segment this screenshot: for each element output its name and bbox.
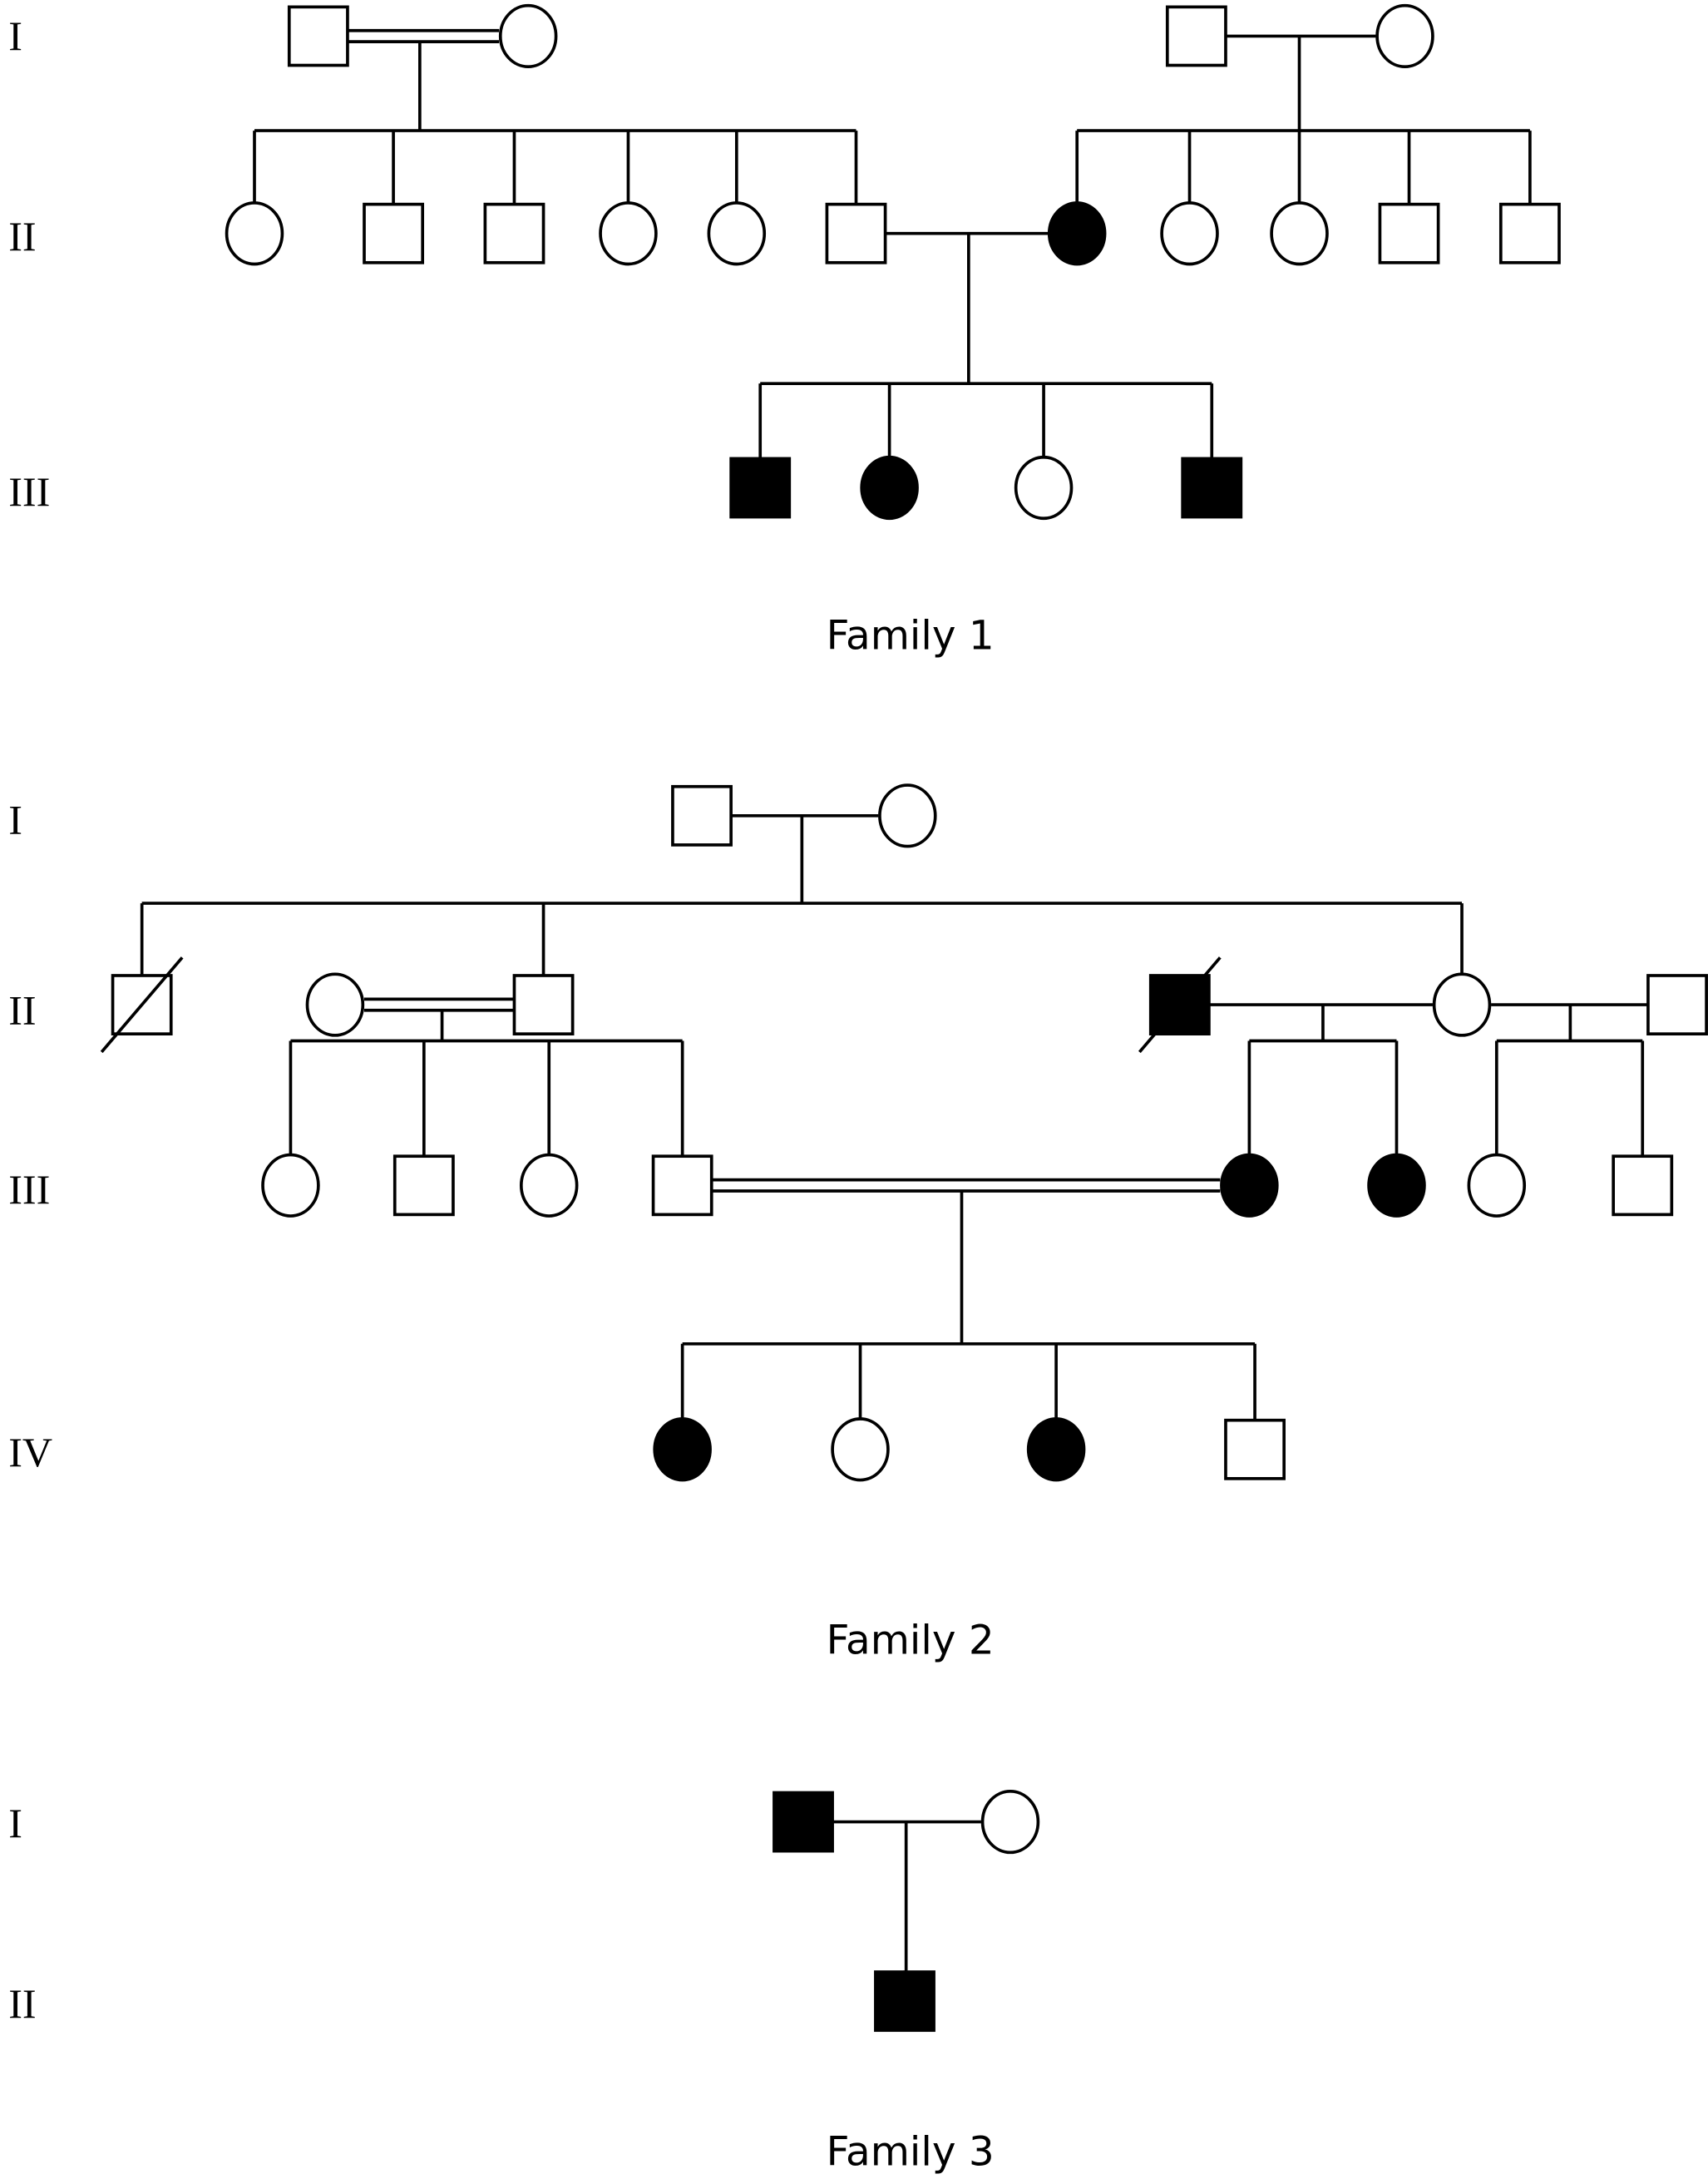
unaffected-male-symbol: [1612, 1154, 1674, 1217]
unaffected-male-symbol: [1224, 1418, 1286, 1480]
family-title: Family 2: [827, 1617, 995, 1663]
affected-male-symbol: [729, 457, 792, 519]
unaffected-male-symbol: [825, 202, 887, 264]
unaffected-female-symbol: [1270, 201, 1329, 266]
affected-female-symbol: [1367, 1153, 1426, 1218]
unaffected-male-symbol: [363, 202, 425, 264]
affected-male-symbol: [773, 1791, 834, 1853]
generation-label: II: [8, 1980, 36, 2027]
unaffected-male-symbol: [392, 1154, 455, 1217]
unaffected-female-symbol: [1375, 3, 1434, 69]
affected-female-symbol: [1026, 1417, 1086, 1482]
unaffected-female-symbol: [1432, 972, 1492, 1037]
deceased-slash-icon: [1138, 956, 1222, 1054]
unaffected-male-symbol: [512, 974, 575, 1036]
unaffected-male-symbol: [483, 202, 545, 264]
unaffected-female-symbol: [831, 1417, 890, 1482]
unaffected-female-symbol: [1467, 1153, 1527, 1218]
generation-label: I: [8, 1800, 22, 1846]
unaffected-female-symbol: [1160, 201, 1219, 266]
unaffected-male-symbol: [671, 784, 733, 847]
affected-female-symbol: [653, 1417, 712, 1482]
affected-female-symbol: [1220, 1153, 1279, 1218]
affected-female-symbol: [860, 455, 919, 521]
generation-label: I: [8, 797, 22, 843]
family-title: Family 3: [827, 2128, 995, 2175]
deceased-slash-icon: [100, 956, 184, 1054]
generation-label: IV: [8, 1429, 52, 1475]
unaffected-female-symbol: [1014, 455, 1074, 521]
generation-label: III: [8, 468, 50, 515]
generation-label: I: [8, 12, 22, 59]
generation-label: II: [8, 213, 36, 259]
unaffected-male-symbol: [1646, 974, 1708, 1036]
unaffected-male-symbol: [1498, 202, 1561, 264]
unaffected-female-symbol: [305, 972, 365, 1037]
unaffected-female-symbol: [599, 201, 658, 266]
affected-male-symbol: [874, 1970, 935, 2033]
unaffected-female-symbol: [519, 1153, 579, 1218]
generation-label: III: [8, 1166, 50, 1213]
unaffected-female-symbol: [261, 1153, 320, 1218]
unaffected-male-symbol: [111, 974, 173, 1036]
unaffected-male-symbol: [651, 1154, 713, 1217]
unaffected-male-symbol: [1378, 202, 1440, 264]
unaffected-female-symbol: [225, 201, 284, 266]
unaffected-male-symbol: [287, 5, 349, 67]
generation-label: II: [8, 986, 36, 1033]
affected-female-symbol: [1047, 201, 1107, 266]
unaffected-female-symbol: [878, 783, 937, 848]
unaffected-female-symbol: [980, 1789, 1040, 1855]
family-title: Family 1: [827, 612, 995, 659]
unaffected-male-symbol: [1165, 5, 1227, 67]
unaffected-female-symbol: [498, 3, 558, 69]
affected-male-symbol: [1181, 457, 1243, 519]
unaffected-female-symbol: [707, 201, 767, 266]
